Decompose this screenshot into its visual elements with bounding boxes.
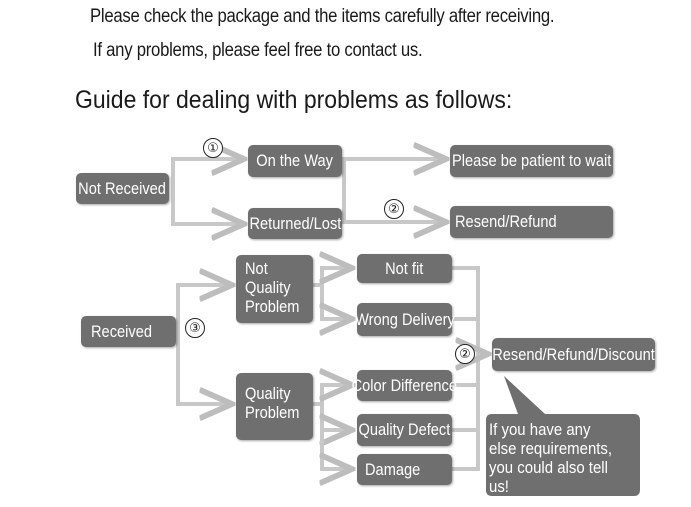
node-resend-refund-discount: Resend/Refund/Discount	[492, 338, 655, 371]
node-damage: Damage	[357, 454, 452, 485]
node-received: Received	[81, 316, 176, 347]
marker-two-mid: ②	[455, 344, 475, 364]
speech-bubble	[486, 376, 640, 496]
node-wrong-delivery: Wrong Delivery	[355, 303, 454, 336]
edge-not-received-returned-lost	[171, 188, 244, 224]
edge-received-quality	[176, 330, 232, 404]
edge-quality-defect	[322, 404, 352, 430]
speech-bubble-text: If you have any else requirements, you c…	[489, 420, 613, 496]
node-quality-defect: Quality Defect	[357, 414, 452, 446]
node-resend-refund: Resend/Refund	[450, 206, 613, 238]
node-quality-problem: Quality Problem	[236, 373, 313, 440]
marker-two-top: ②	[384, 199, 404, 219]
edge-not-quality-not-fit	[313, 268, 352, 287]
edge-quality-damage	[322, 430, 352, 469]
edge-quality-color-difference	[313, 385, 352, 406]
node-color-difference: Color Difference	[352, 370, 457, 401]
edge-not-received-on-the-way	[171, 159, 244, 188]
marker-three: ③	[185, 318, 205, 338]
node-patient: Please be patient to wait	[450, 145, 613, 177]
intro-line-1: Please check the package and the items c…	[90, 6, 555, 27]
node-not-quality-problem: Not Quality Problem	[236, 255, 313, 323]
edge-returned-resend-refund	[342, 161, 446, 222]
node-not-fit: Not fit	[357, 254, 452, 283]
edge-received-not-quality	[176, 285, 232, 330]
marker-one: ①	[203, 138, 223, 158]
node-not-received: Not Received	[76, 173, 169, 204]
intro-line-2: If any problems, please feel free to con…	[93, 40, 423, 61]
edge-collector	[452, 266, 480, 471]
guide-title: Guide for dealing with problems as follo…	[75, 86, 513, 114]
node-on-the-way: On the Way	[248, 145, 342, 177]
node-returned-lost: Returned/Lost	[248, 208, 342, 239]
edge-not-quality-wrong-delivery	[322, 285, 352, 319]
